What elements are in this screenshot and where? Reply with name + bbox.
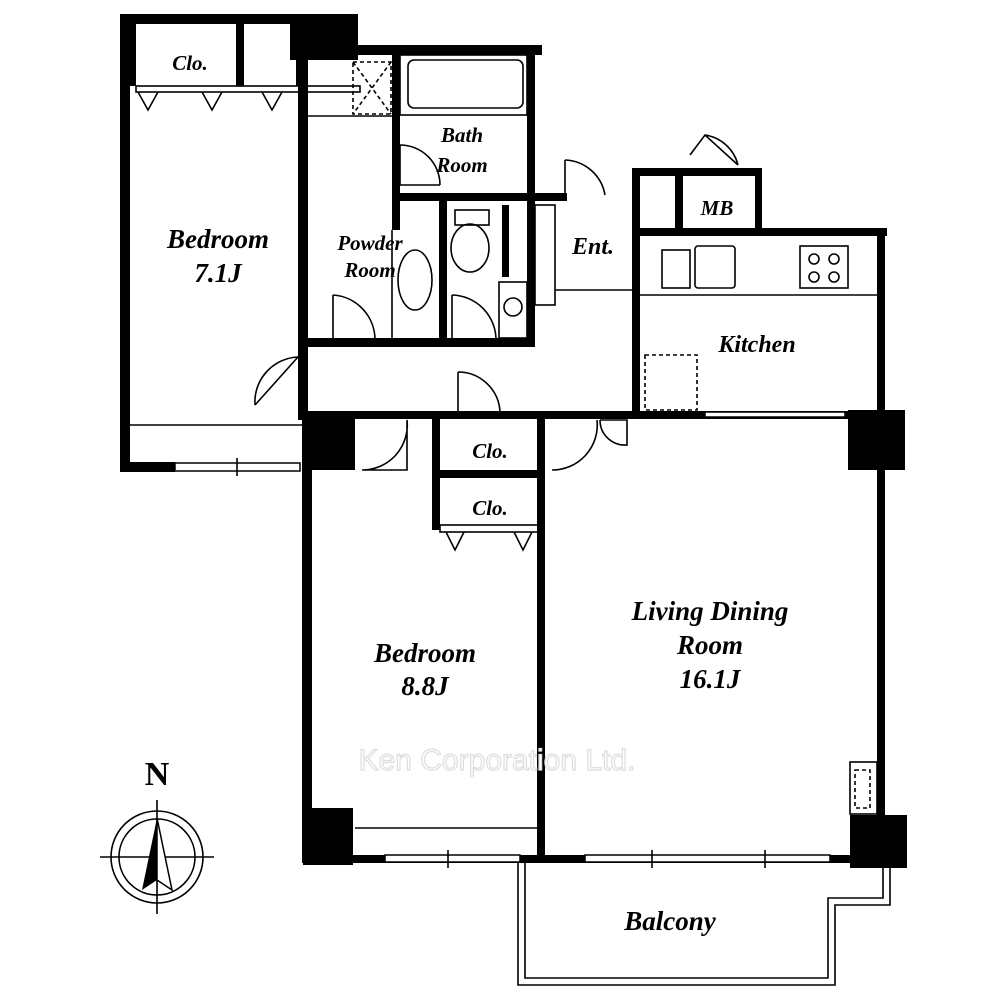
living-dining-label-1: Living Dining — [631, 596, 789, 626]
meter-box-label: MB — [700, 196, 734, 220]
bedroom-1-size: 7.1J — [194, 258, 243, 288]
balcony-outline — [517, 862, 891, 986]
bedroom-1-label: Bedroom — [166, 224, 269, 254]
bath-room-label-1: Bath — [440, 123, 483, 147]
windows — [174, 411, 846, 868]
closet-label-2: Clo. — [472, 439, 508, 463]
balcony-label: Balcony — [623, 906, 717, 936]
living-dining-label-2: Room — [676, 630, 743, 660]
fixtures — [130, 54, 878, 829]
walls — [120, 14, 907, 868]
bedroom-2-label: Bedroom — [373, 638, 476, 668]
kitchen-label: Kitchen — [717, 332, 795, 358]
closet-label-1: Clo. — [172, 51, 208, 75]
entrance-label: Ent. — [571, 234, 614, 260]
powder-room-label-2: Room — [343, 258, 395, 282]
living-dining-size: 16.1J — [680, 664, 742, 694]
doors — [254, 133, 739, 471]
bath-room-label-2: Room — [435, 153, 487, 177]
powder-room-label-1: Powder — [336, 231, 403, 255]
closet-label-3: Clo. — [472, 496, 508, 520]
compass-icon: N — [100, 756, 214, 914]
watermark: Ken Corporation Ltd. — [359, 744, 636, 777]
north-label: N — [145, 756, 170, 793]
bedroom-2-size: 8.8J — [401, 671, 450, 701]
